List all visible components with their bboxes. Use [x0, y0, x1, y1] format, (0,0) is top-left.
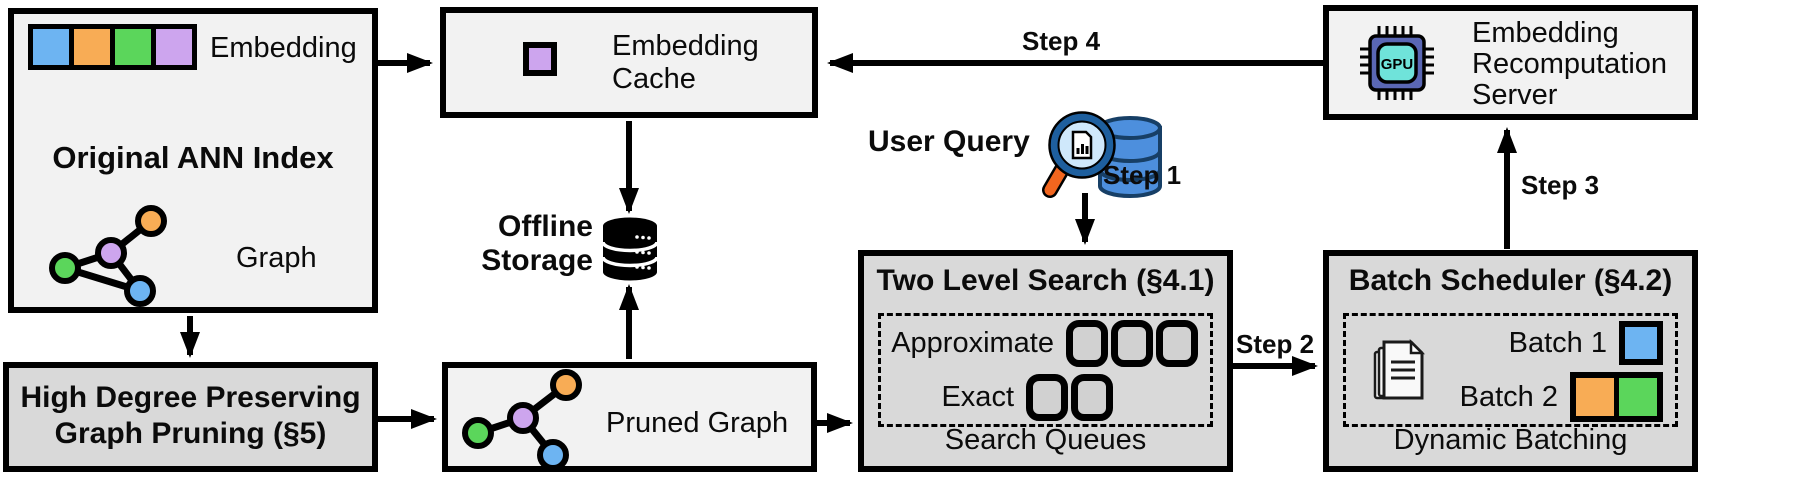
graph-pruning-box: High Degree Preserving Graph Pruning (§5… — [3, 362, 378, 472]
dynamic-batching-panel: Batch 1 Batch 2 — [1343, 313, 1678, 427]
graph-pruning-title: High Degree Preserving Graph Pruning (§5… — [20, 381, 361, 450]
pruned-graph-icon — [462, 369, 582, 471]
batch-2-row: Batch 2 — [1346, 370, 1675, 424]
batch-2-label: Batch 2 — [1459, 380, 1558, 413]
recomputation-server-box: GPU Embedding Recomputation Server — [1323, 5, 1698, 120]
batch-2-query-orange — [1576, 378, 1614, 416]
queue-slot — [1156, 319, 1198, 367]
offline-storage-icon — [601, 217, 659, 281]
user-query-label: User Query — [868, 125, 1030, 158]
documents-icon — [1373, 338, 1426, 400]
two-level-search-box: Two Level Search (§4.1) Approximate Exac… — [858, 250, 1233, 472]
gpu-chip-icon: GPU — [1360, 26, 1434, 100]
graph-icon — [49, 205, 167, 307]
batch-1-label: Batch 1 — [1508, 326, 1607, 359]
batch-scheduler-title: Batch Scheduler (§4.2) — [1348, 264, 1673, 297]
embedding-cache-box: Embedding Cache — [440, 7, 818, 118]
approximate-queue-row: Approximate — [881, 316, 1210, 370]
queue-slot — [1026, 373, 1068, 421]
embedding-cell-blue — [33, 29, 69, 65]
queue-slot — [1066, 319, 1108, 367]
two-level-search-title: Two Level Search (§4.1) — [876, 264, 1215, 297]
exact-queue-row: Exact — [881, 370, 1210, 424]
dynamic-batching-caption: Dynamic Batching — [1393, 424, 1628, 456]
batch-2-queries — [1570, 372, 1663, 422]
ann-index-title: Original ANN Index — [52, 140, 334, 175]
exact-label: Exact — [941, 380, 1014, 413]
approximate-queue-slots — [1066, 319, 1198, 367]
step-3-label: Step 3 — [1521, 170, 1600, 200]
step-2-label: Step 2 — [1236, 329, 1315, 359]
batch-2-query-green — [1619, 378, 1657, 416]
batch-1-query-blue — [1619, 321, 1663, 365]
embedding-cell-green — [115, 29, 151, 65]
step-1-label: Step 1 — [1103, 160, 1182, 190]
graph-label: Graph — [236, 242, 317, 274]
exact-queue-slots — [1026, 373, 1113, 421]
pruned-graph-box: Pruned Graph — [442, 362, 817, 472]
cached-embedding-icon — [523, 42, 557, 76]
recomputation-server-label: Embedding Recomputation Server — [1472, 17, 1668, 111]
offline-storage-label: Offline Storage — [481, 210, 593, 277]
gpu-chip-label: GPU — [1381, 56, 1414, 73]
embedding-cell-orange — [74, 29, 110, 65]
embedding-cell-purple — [156, 29, 192, 65]
embedding-label: Embedding — [210, 32, 357, 64]
user-query-icon — [1042, 111, 1162, 198]
approximate-label: Approximate — [891, 326, 1054, 359]
queue-slot — [1071, 373, 1113, 421]
batch-scheduler-box: Batch Scheduler (§4.2) Batch 1 Batch 2 — [1323, 250, 1698, 472]
search-queues-panel: Approximate Exact — [878, 313, 1213, 427]
queue-slot — [1111, 319, 1153, 367]
pruned-graph-label: Pruned Graph — [606, 407, 789, 439]
step-4-label: Step 4 — [1022, 26, 1101, 56]
search-queues-caption: Search Queues — [944, 424, 1147, 456]
embedding-cache-label: Embedding Cache — [612, 30, 759, 95]
batch-1-row: Batch 1 — [1346, 316, 1675, 370]
original-ann-index-box: Embedding Original ANN Index Graph — [8, 8, 378, 313]
embedding-vector-icon — [28, 24, 197, 70]
